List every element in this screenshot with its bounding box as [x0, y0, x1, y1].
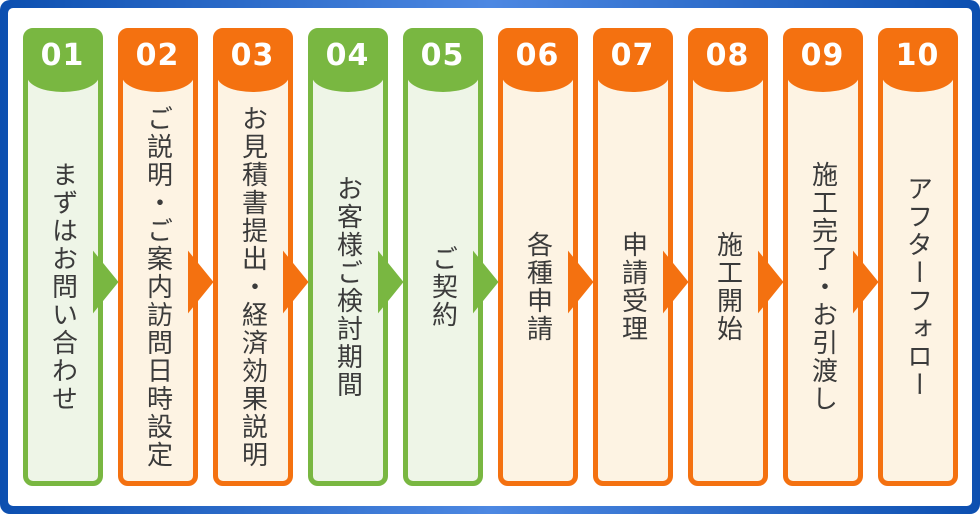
- step-label: 施工完了・お引渡し: [807, 160, 838, 413]
- flow-step-07: 07 申請受理: [592, 28, 689, 486]
- step-number-badge: 06: [501, 32, 574, 92]
- arrow-right-icon: [567, 250, 594, 314]
- flow-step-08: 08 施工開始: [687, 28, 784, 486]
- step-number-badge: 08: [691, 32, 764, 92]
- arrow-right-icon: [282, 250, 309, 314]
- step-label-area: ご契約: [408, 92, 478, 481]
- step-number: 06: [515, 37, 560, 73]
- flow-step-01: 01 まずはお問い合わせ: [22, 28, 119, 486]
- step-number: 09: [800, 37, 845, 73]
- arrow-right-icon: [92, 250, 119, 314]
- step-label: ご説明・ご案内訪問日時設定: [142, 104, 173, 469]
- step-number-badge: 09: [786, 32, 859, 92]
- step-label-area: 施工完了・お引渡し: [788, 92, 858, 481]
- step-number: 03: [230, 37, 275, 73]
- step-label-area: 各種申請: [503, 92, 573, 481]
- flow-step-03: 03 お見積書提出・経済効果説明: [212, 28, 309, 486]
- step-label: お見積書提出・経済効果説明: [237, 104, 268, 469]
- flow-diagram: 01 まずはお問い合わせ 02 ご説明・ご案内訪問日時設定 03 お見積書提出・…: [8, 8, 972, 506]
- flow-step-02: 02 ご説明・ご案内訪問日時設定: [117, 28, 214, 486]
- step-number-badge: 04: [311, 32, 384, 92]
- step-label: 施工開始: [712, 230, 743, 343]
- step-label: アフターフォロー: [902, 174, 933, 399]
- step-number-badge: 03: [216, 32, 289, 92]
- arrow-right-icon: [377, 250, 404, 314]
- arrow-right-icon: [187, 250, 214, 314]
- step-label-area: お見積書提出・経済効果説明: [218, 92, 288, 481]
- step-number-badge: 02: [121, 32, 194, 92]
- step-number: 07: [610, 37, 655, 73]
- step-number: 05: [420, 37, 465, 73]
- step-label: お客様ご検討期間: [332, 174, 363, 399]
- arrow-right-icon: [662, 250, 689, 314]
- arrow-right-icon: [757, 250, 784, 314]
- flow-step-04: 04 お客様ご検討期間: [307, 28, 404, 486]
- flow-step-10: 10 アフターフォロー: [877, 28, 958, 486]
- step-label: 各種申請: [522, 230, 553, 343]
- step-label-area: 施工開始: [693, 92, 763, 481]
- step-number: 01: [40, 37, 85, 73]
- step-label: まずはお問い合わせ: [47, 160, 78, 413]
- step-number: 10: [895, 37, 940, 73]
- step-label-area: ご説明・ご案内訪問日時設定: [123, 92, 193, 481]
- step-number: 08: [705, 37, 750, 73]
- arrow-right-icon: [472, 250, 499, 314]
- step-label-area: アフターフォロー: [883, 92, 953, 481]
- step-number-badge: 01: [26, 32, 99, 92]
- step-number-badge: 07: [596, 32, 669, 92]
- step-label-area: 申請受理: [598, 92, 668, 481]
- step-number-badge: 10: [881, 32, 954, 92]
- step-label: 申請受理: [617, 230, 648, 343]
- flow-step-09: 09 施工完了・お引渡し: [782, 28, 879, 486]
- flow-step-05: 05 ご契約: [402, 28, 499, 486]
- step-label: ご契約: [427, 244, 458, 329]
- step-label-area: お客様ご検討期間: [313, 92, 383, 481]
- step-number: 02: [135, 37, 180, 73]
- step-number: 04: [325, 37, 370, 73]
- arrow-right-icon: [852, 250, 879, 314]
- flow-step-06: 06 各種申請: [497, 28, 594, 486]
- step-number-badge: 05: [406, 32, 479, 92]
- step-label-area: まずはお問い合わせ: [28, 92, 98, 481]
